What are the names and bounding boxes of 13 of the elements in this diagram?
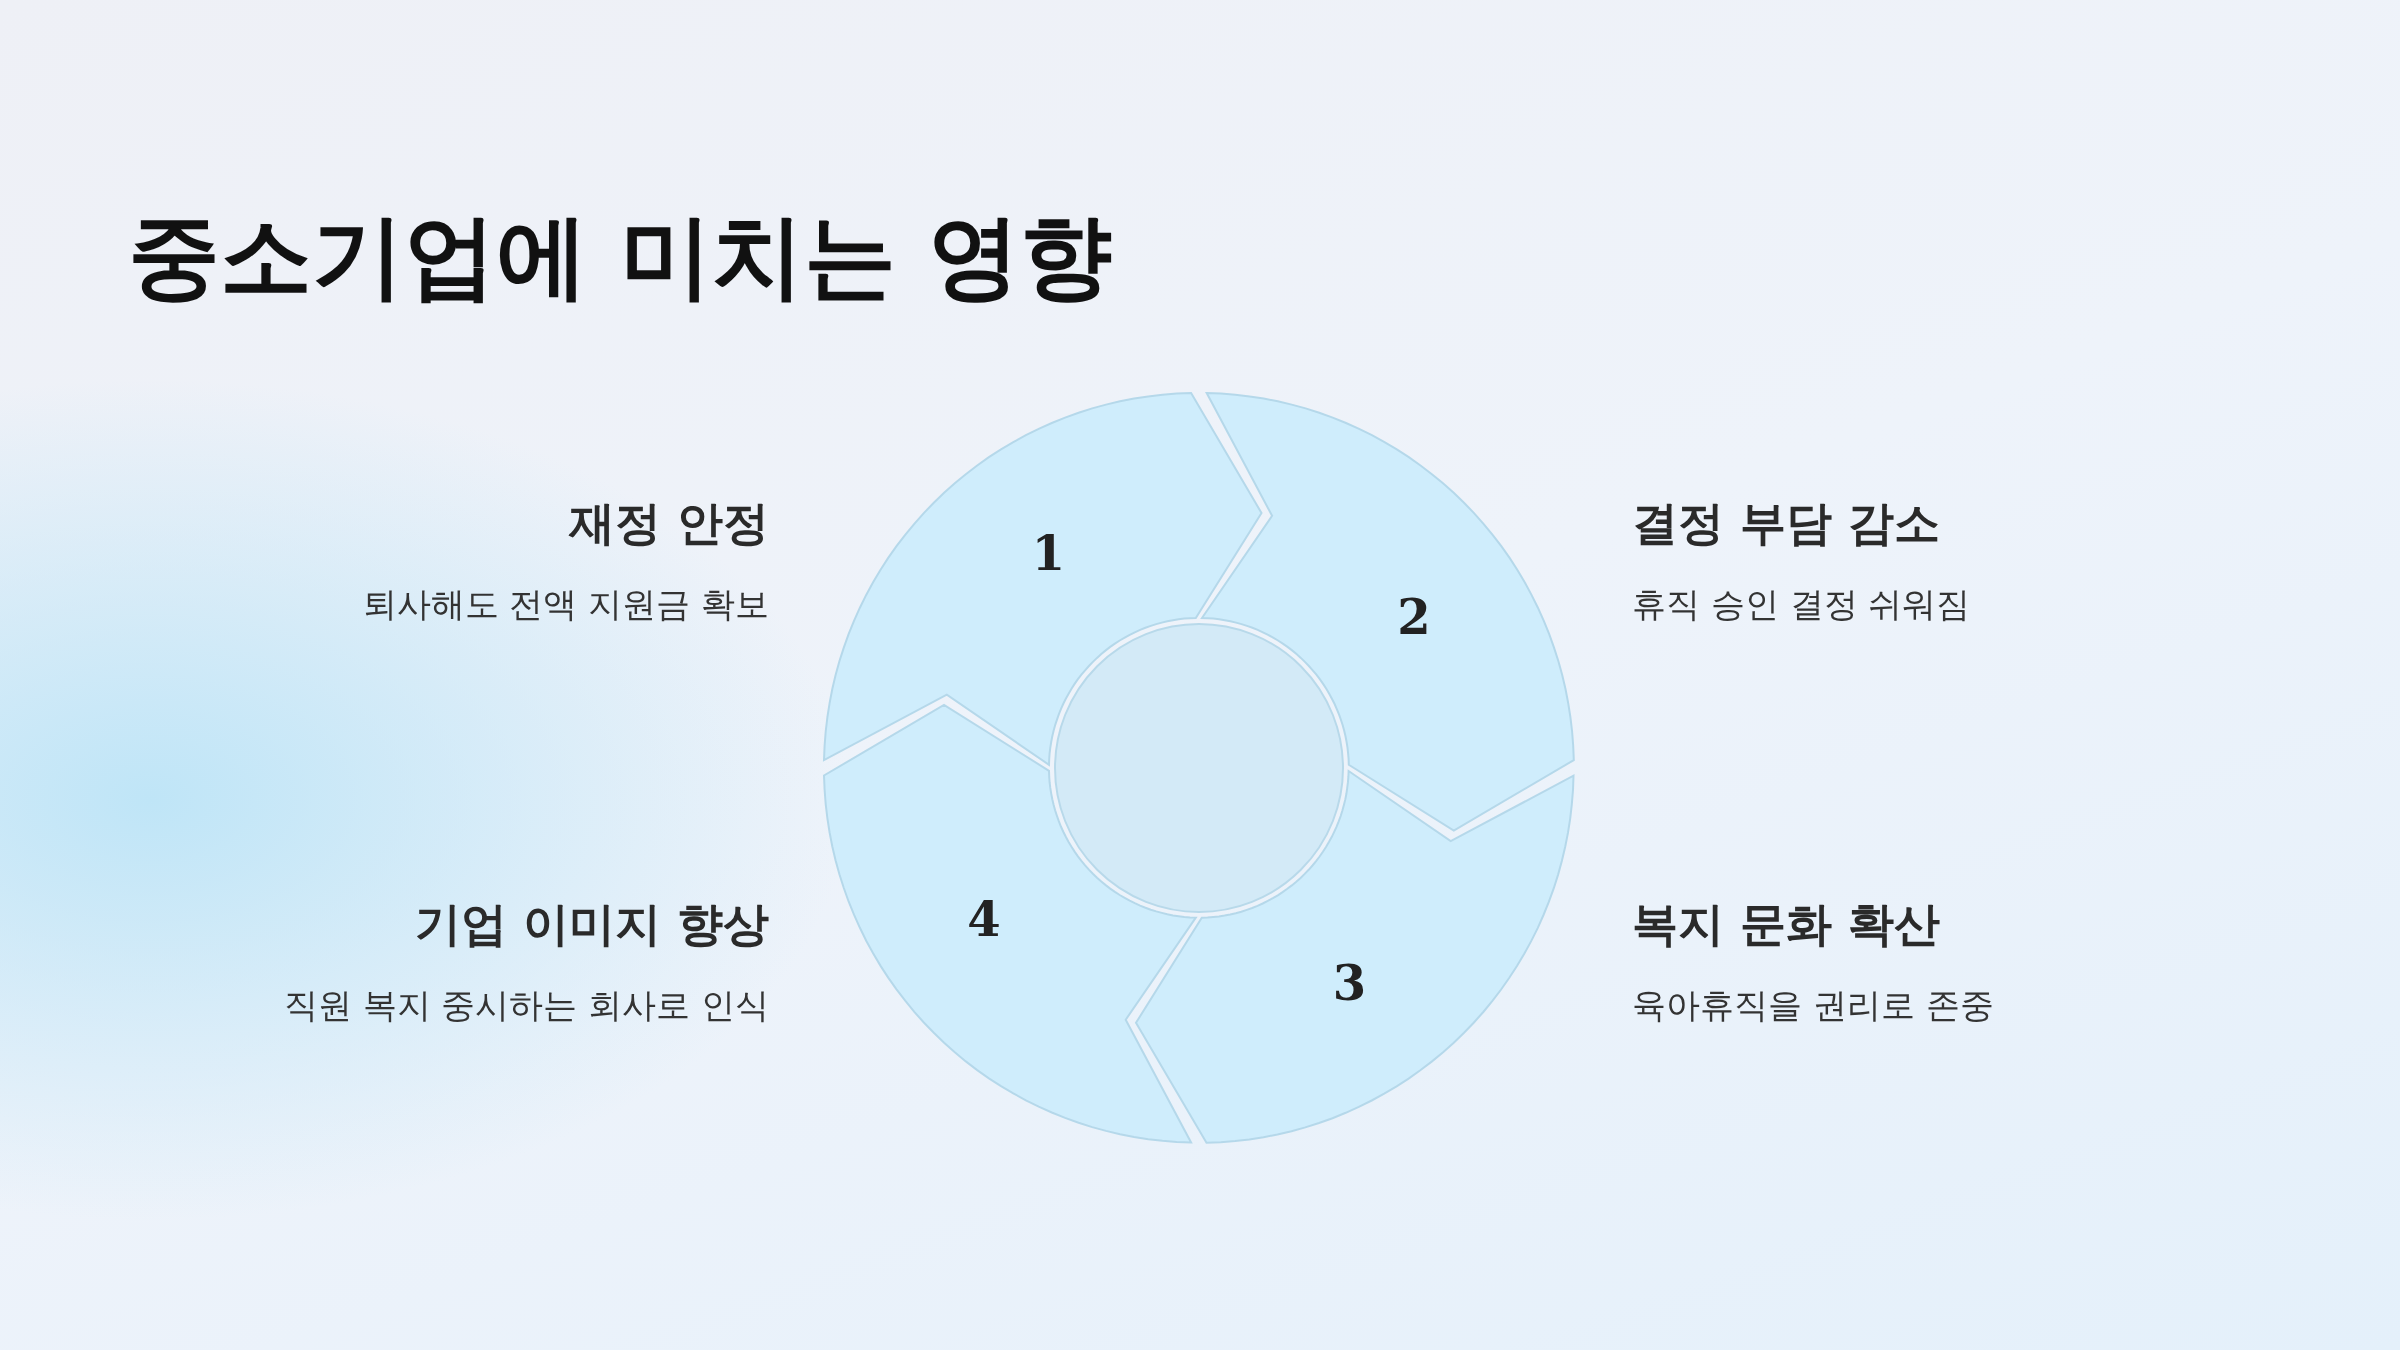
step-number: 1	[1031, 524, 1066, 581]
step-number: 3	[1332, 955, 1367, 1011]
heading: 복지 문화 확산	[1632, 896, 1941, 953]
description: 육아휴직을 권리로 존중	[1632, 984, 1994, 1027]
description: 퇴사해도 전액 지원금 확보	[362, 583, 769, 626]
description: 직원 복지 중시하는 회사로 인식	[283, 984, 769, 1027]
description: 휴직 승인 결정 쉬워짐	[1632, 583, 1971, 626]
heading: 재정 안정	[569, 495, 769, 552]
heading: 결정 부담 감소	[1632, 495, 1941, 552]
step-number: 4	[967, 890, 1001, 947]
title: 중소기업에 미치는 영향	[128, 202, 1113, 312]
heading: 기업 이미지 향상	[414, 896, 769, 953]
step-number: 2	[1397, 589, 1431, 646]
